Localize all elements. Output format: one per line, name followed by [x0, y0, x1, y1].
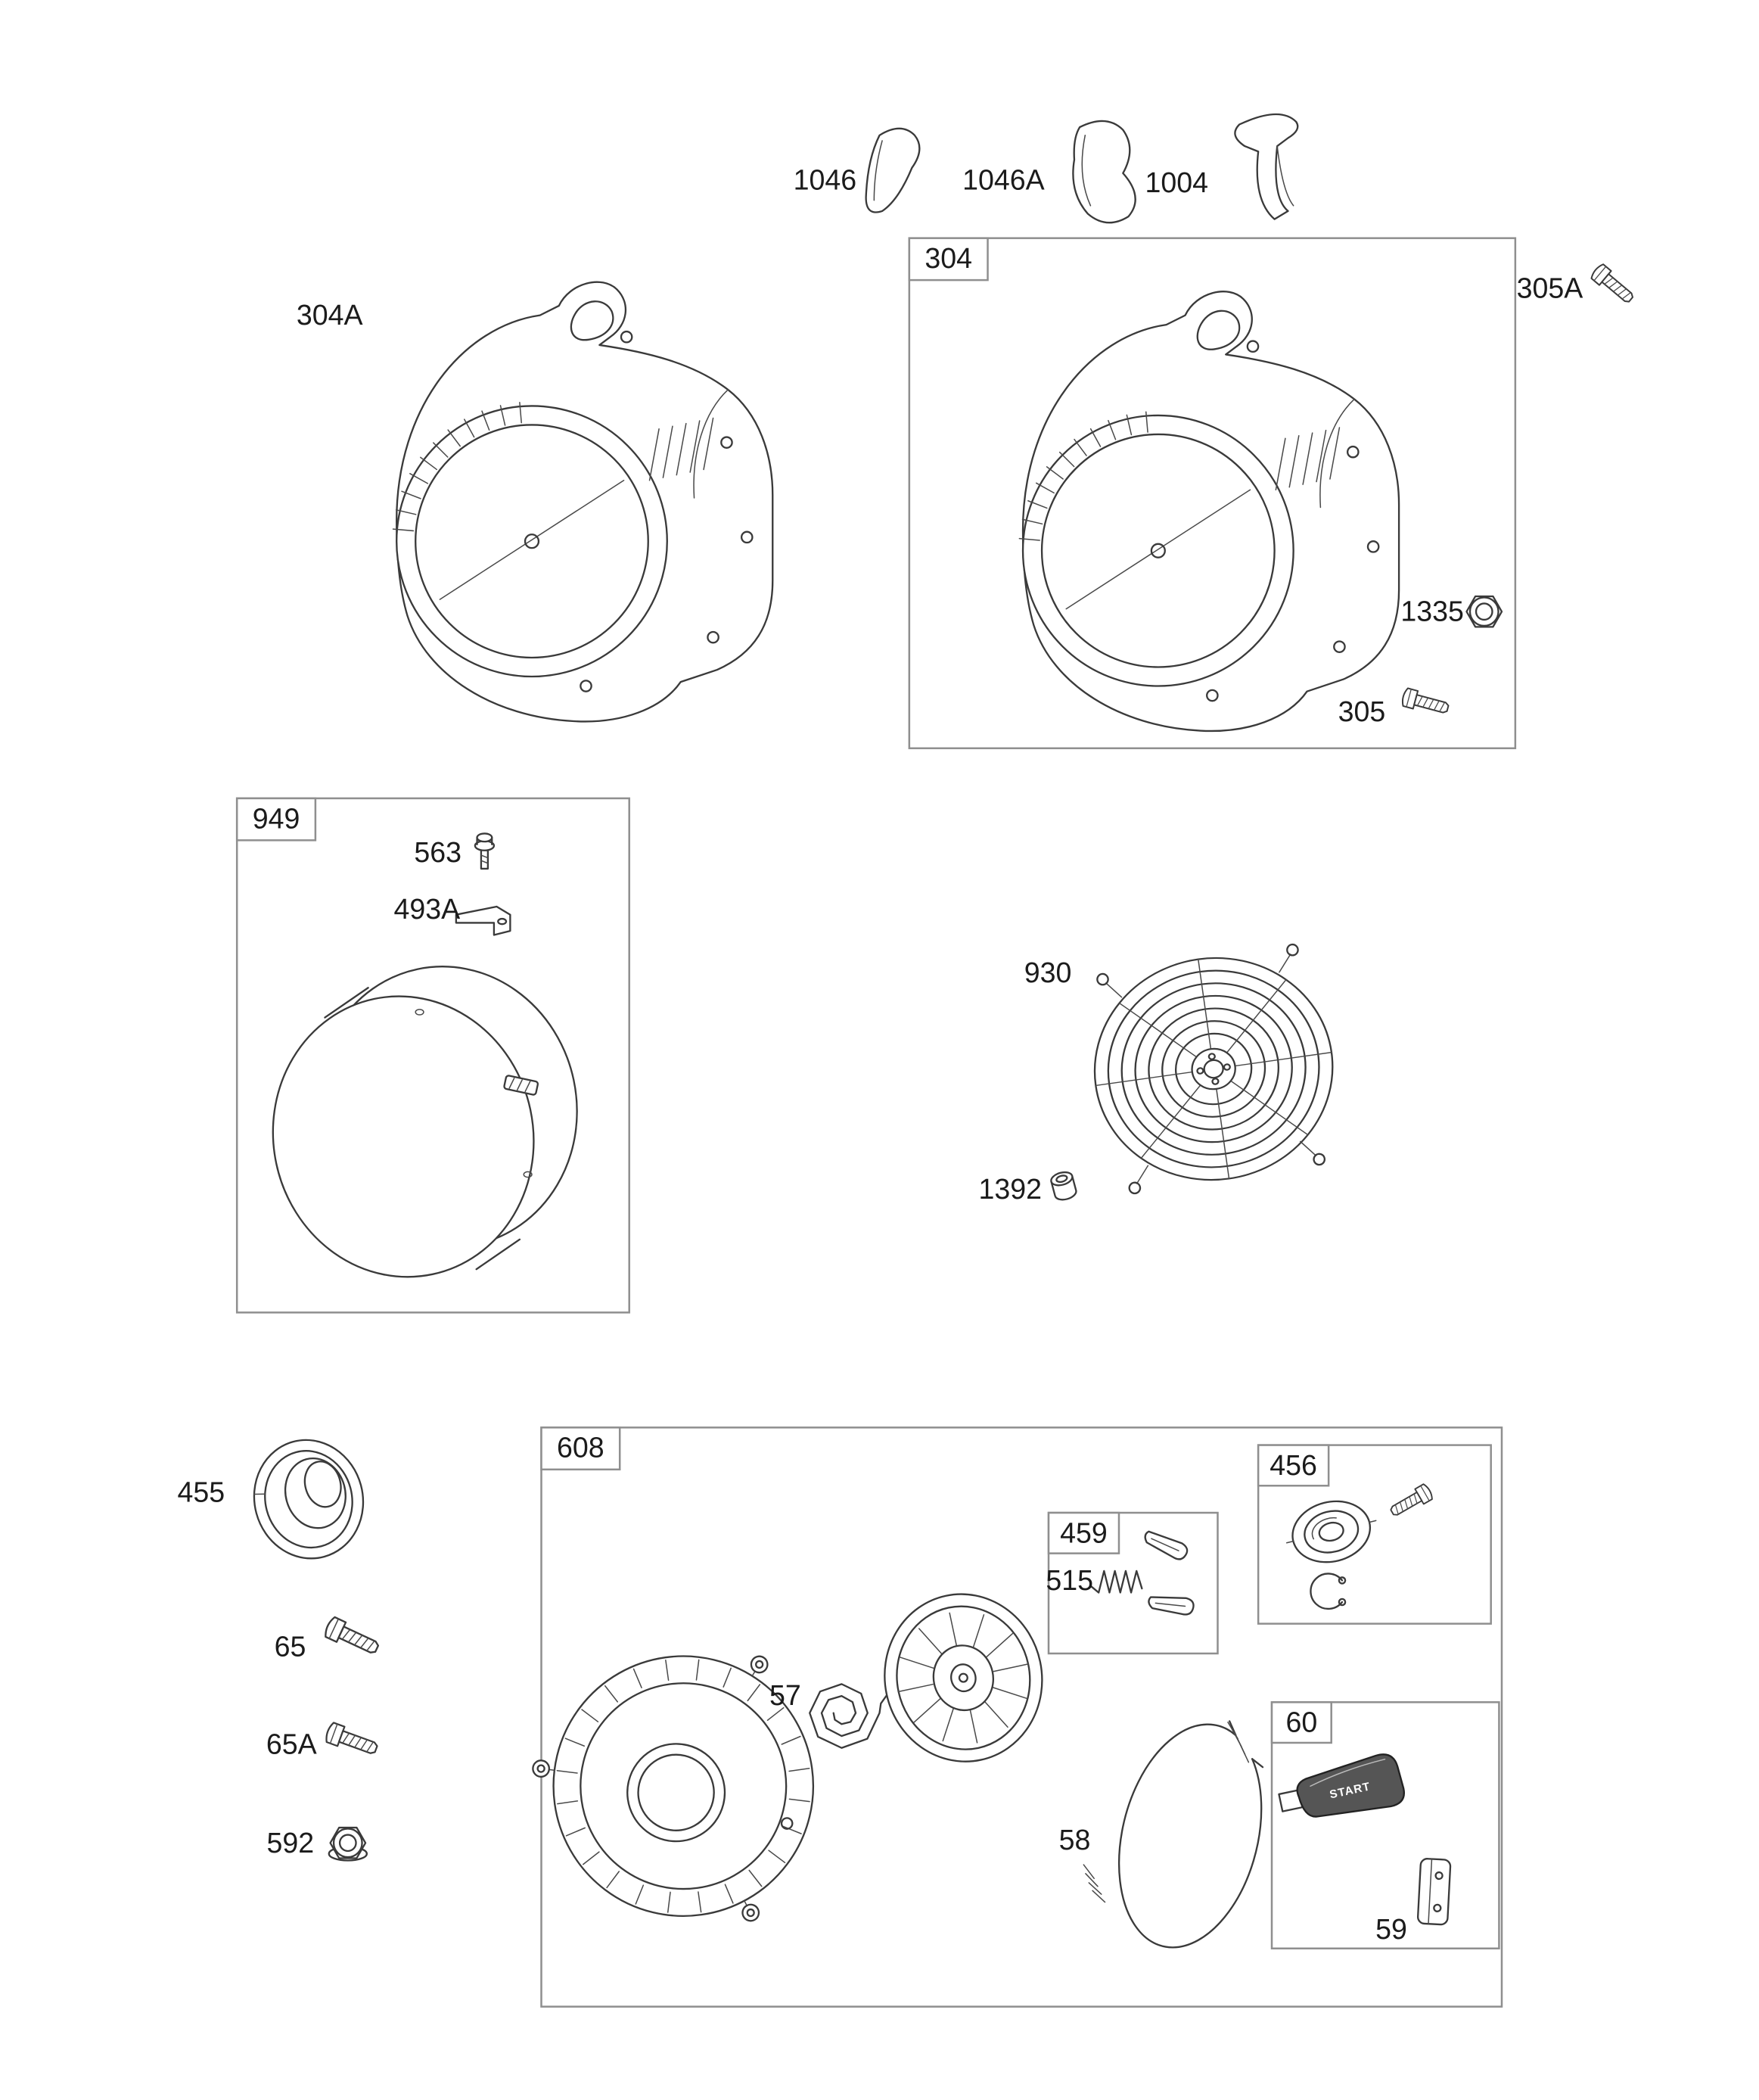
- part-label-305: 305: [1338, 695, 1386, 727]
- group-label-949: 949: [253, 802, 300, 834]
- part-label-65A: 65A: [266, 1728, 317, 1759]
- group-box-949-label-box: [235, 797, 317, 842]
- part-label-515: 515: [1046, 1564, 1093, 1596]
- group-box-608-label-box: [540, 1426, 621, 1471]
- part-label-592: 592: [266, 1827, 314, 1859]
- part-1046-drawing: [865, 127, 921, 213]
- part-563-drawing: [474, 832, 496, 870]
- group-box-608: [540, 1426, 1503, 2008]
- group-label-304: 304: [925, 242, 972, 274]
- group-box-60-label-box: [1270, 1701, 1332, 1744]
- part-608-cover-drawing: [532, 1655, 815, 1922]
- part-455-drawing: [253, 1439, 365, 1560]
- part-1392-drawing: [1050, 1171, 1077, 1201]
- part-label-59: 59: [1375, 1913, 1407, 1945]
- part-57-drawing: [809, 1683, 889, 1749]
- part-1046A-drawing: [1072, 120, 1136, 224]
- part-592-drawing: [328, 1826, 368, 1862]
- part-label-1046A: 1046A: [962, 163, 1045, 195]
- part-515-drawing: [1089, 1570, 1143, 1594]
- group-box-949: [235, 797, 630, 1314]
- part-930-drawing: [1093, 943, 1334, 1195]
- part-label-930: 930: [1024, 957, 1072, 988]
- part-label-1335: 1335: [1400, 596, 1464, 627]
- part-304-drawing: [1018, 291, 1400, 733]
- group-box-304-label-box: [908, 237, 989, 282]
- part-label-493A: 493A: [394, 893, 461, 925]
- group-label-456: 456: [1270, 1449, 1317, 1481]
- part-459-pawl-drawing: [1140, 1527, 1191, 1563]
- group-box-459: [1047, 1511, 1219, 1655]
- part-1335-drawing: [1465, 595, 1503, 628]
- part-label-455: 455: [177, 1476, 225, 1508]
- part-label-65: 65: [275, 1631, 306, 1663]
- part-1004-drawing: [1234, 113, 1299, 220]
- group-label-60: 60: [1285, 1706, 1317, 1738]
- group-box-459-label-box: [1047, 1511, 1120, 1554]
- part-59-drawing: [1416, 1858, 1452, 1926]
- part-label-1046: 1046: [794, 163, 857, 195]
- part-459-pawl2-drawing: [1146, 1593, 1195, 1616]
- part-label-58: 58: [1059, 1824, 1091, 1856]
- part-608-pulley-drawing: [884, 1593, 1043, 1762]
- part-456-drawing: [1285, 1482, 1435, 1610]
- part-label-57: 57: [769, 1679, 801, 1711]
- group-box-304: [908, 237, 1517, 750]
- group-box-60: [1270, 1701, 1500, 1949]
- part-label-305A: 305A: [1517, 272, 1583, 303]
- group-box-456: [1257, 1444, 1492, 1625]
- part-65A-drawing: [323, 1721, 381, 1760]
- part-58-drawing: [1083, 1720, 1264, 1949]
- part-949-drum-drawing: [272, 966, 578, 1278]
- part-60-handle-drawing: START: [1278, 1753, 1405, 1818]
- part-305-drawing: [1400, 686, 1451, 718]
- group-box-456-label-box: [1257, 1444, 1330, 1487]
- part-65-drawing: [322, 1615, 383, 1660]
- part-label-1392: 1392: [979, 1173, 1043, 1205]
- group-label-459: 459: [1060, 1517, 1108, 1548]
- part-493A-drawing: [455, 905, 511, 936]
- part-label-1004: 1004: [1145, 166, 1208, 198]
- group-label-608: 608: [557, 1432, 604, 1464]
- part-label-304A: 304A: [297, 299, 363, 331]
- part-304A-drawing: [392, 281, 774, 723]
- part-label-563: 563: [414, 836, 462, 868]
- part-305A-drawing: [1589, 262, 1638, 308]
